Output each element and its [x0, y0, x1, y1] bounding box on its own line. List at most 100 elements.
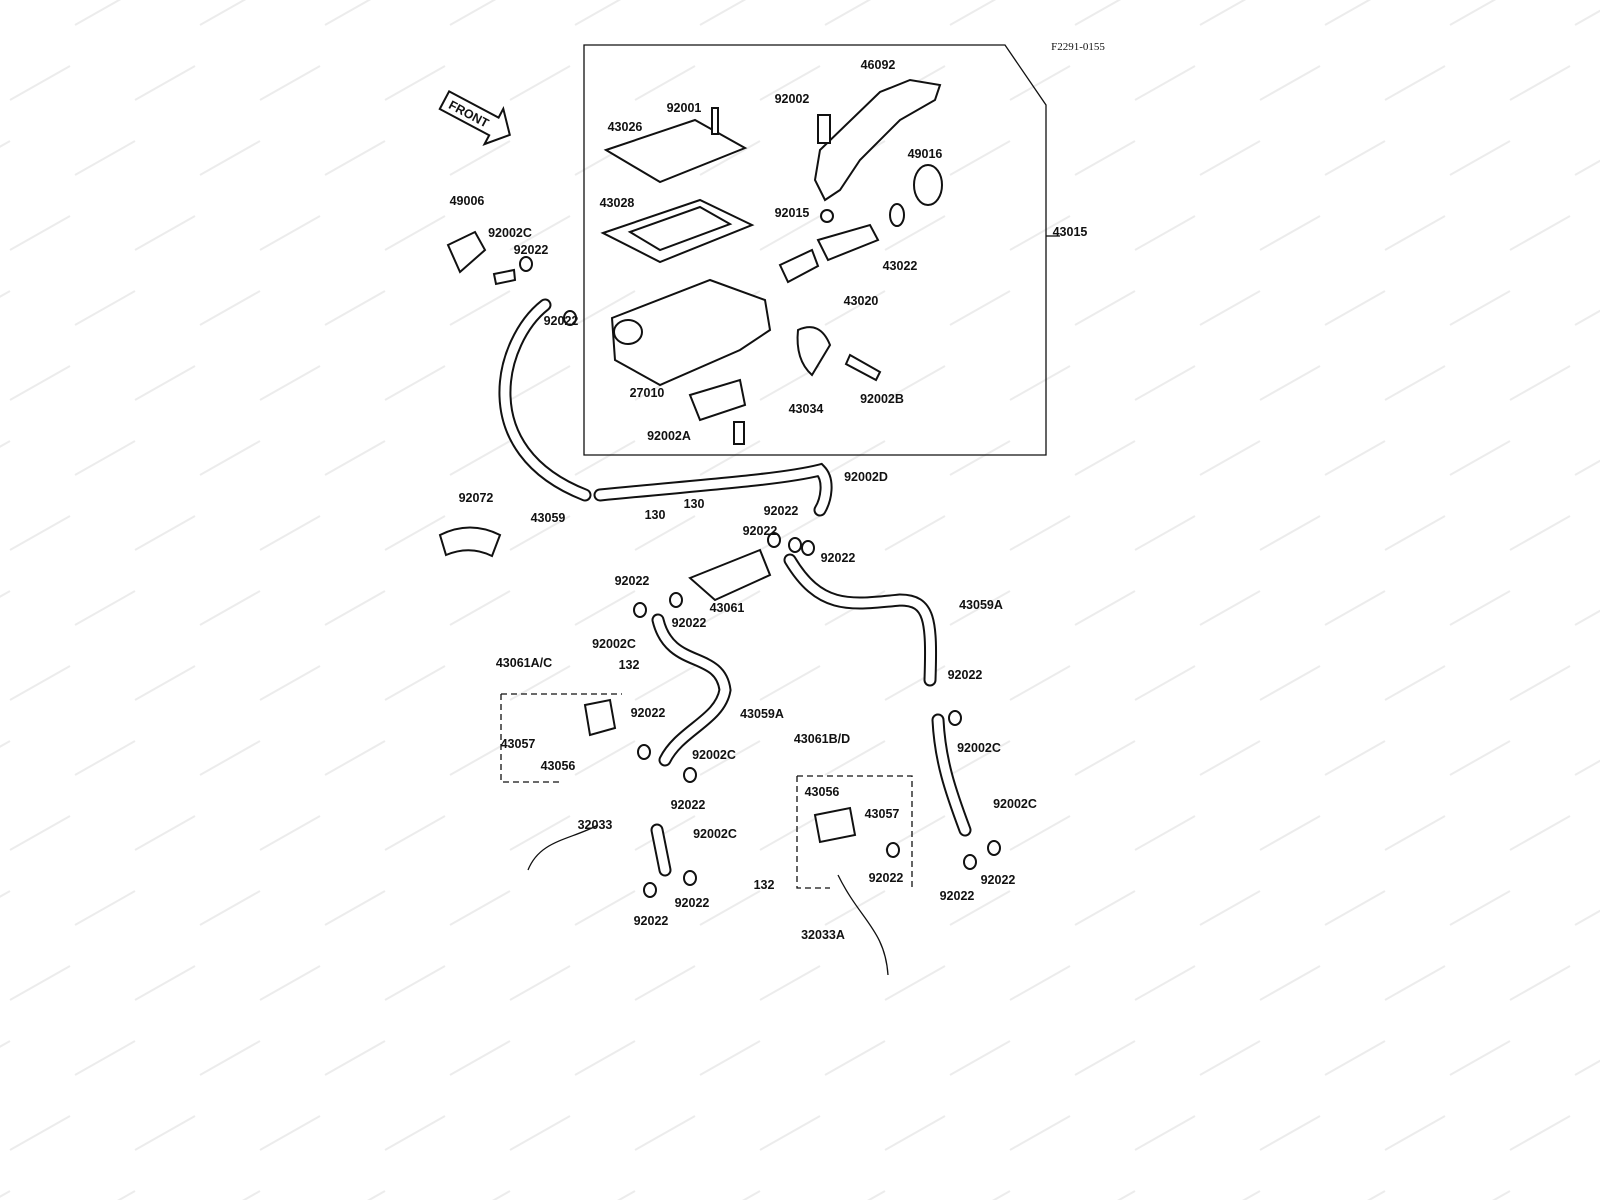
- part-label-32033: 32033: [578, 818, 613, 832]
- watermark-mark: [449, 0, 497, 26]
- watermark-mark: [1259, 965, 1321, 1001]
- watermark-mark: [1574, 459, 1600, 476]
- watermark-mark: [1199, 1040, 1261, 1076]
- part-label-49006: 49006: [450, 194, 485, 208]
- washer: [683, 767, 697, 783]
- watermark-mark: [449, 440, 511, 476]
- watermark-mark: [699, 590, 761, 626]
- watermark-mark: [9, 965, 71, 1001]
- brake-hose-43059a-right: [783, 553, 938, 687]
- part-label-92002c: 92002C: [692, 748, 736, 762]
- watermark-mark: [449, 890, 511, 926]
- watermark-mark: [134, 665, 196, 701]
- watermark-mark: [1492, 1190, 1511, 1200]
- watermark-mark: [199, 590, 261, 626]
- watermark-mark: [884, 515, 946, 551]
- watermark-mark: [1367, 1190, 1386, 1200]
- hose-clamp: [438, 526, 502, 558]
- watermark-mark: [199, 140, 261, 176]
- watermark-mark: [324, 440, 386, 476]
- watermark-mark: [1449, 140, 1511, 176]
- watermark-mark: [509, 815, 571, 851]
- watermark-mark: [1074, 740, 1136, 776]
- part-label-92072: 92072: [459, 491, 494, 505]
- watermark-mark: [384, 1115, 446, 1151]
- watermark-mark: [74, 140, 136, 176]
- washer: [563, 310, 577, 326]
- watermark-mark: [1324, 440, 1386, 476]
- watermark-mark: [1074, 590, 1136, 626]
- watermark-mark: [949, 140, 1011, 176]
- watermark-mark: [1509, 215, 1571, 251]
- watermark-mark: [509, 965, 571, 1001]
- watermark-mark: [1074, 290, 1136, 326]
- switch-assembly-frame-bd: [796, 775, 913, 889]
- part-label-43026: 43026: [608, 120, 643, 134]
- watermark-mark: [742, 1190, 761, 1200]
- watermark-mark: [634, 815, 696, 851]
- watermark-mark: [1384, 365, 1446, 401]
- watermark-mark: [1449, 590, 1511, 626]
- watermark-mark: [1259, 1115, 1321, 1151]
- watermark-mark: [759, 665, 821, 701]
- part-label-92022: 92022: [672, 616, 707, 630]
- watermark-mark: [74, 290, 136, 326]
- watermark-mark: [134, 1115, 196, 1151]
- part-label-92022: 92022: [981, 873, 1016, 887]
- part-label-43061b-d: 43061B/D: [794, 732, 850, 746]
- part-label-130: 130: [684, 497, 705, 511]
- watermark-mark: [634, 665, 696, 701]
- watermark-mark: [134, 215, 196, 251]
- watermark-mark: [699, 0, 747, 26]
- watermark-mark: [1324, 0, 1372, 26]
- watermark-mark: [384, 515, 446, 551]
- watermark-mark: [1574, 909, 1600, 926]
- part-label-92002b: 92002B: [860, 392, 904, 406]
- part-label-92022: 92022: [869, 871, 904, 885]
- part-label-92002c: 92002C: [993, 797, 1037, 811]
- washer: [669, 592, 683, 608]
- watermark-mark: [74, 0, 122, 26]
- watermark-mark: [1134, 1115, 1196, 1151]
- part-label-32033a: 32033A: [801, 928, 845, 942]
- watermark-mark: [1074, 140, 1136, 176]
- washers: [519, 256, 1001, 898]
- part-label-92002d: 92002D: [844, 470, 888, 484]
- part-label-43034: 43034: [789, 402, 824, 416]
- washer: [633, 602, 647, 618]
- part-label-43022: 43022: [883, 259, 918, 273]
- watermark-mark: [1259, 515, 1321, 551]
- watermark-mark: [949, 1040, 1011, 1076]
- watermark-mark: [1324, 290, 1386, 326]
- watermark-mark: [1199, 590, 1261, 626]
- watermark-mark: [824, 1040, 886, 1076]
- watermark-mark: [1384, 215, 1446, 251]
- part-label-92002c: 92002C: [488, 226, 532, 240]
- three-way-joint: [688, 548, 772, 602]
- watermark-mark: [1384, 815, 1446, 851]
- cap-49006: [446, 230, 487, 274]
- watermark-mark: [1009, 65, 1071, 101]
- part-label-92002a: 92002A: [647, 429, 691, 443]
- watermark-mark: [1134, 665, 1196, 701]
- watermark-mark: [824, 290, 886, 326]
- watermark-mark: [199, 290, 261, 326]
- watermark-mark: [1259, 815, 1321, 851]
- watermark-mark: [1509, 65, 1571, 101]
- watermark-mark: [1509, 965, 1571, 1001]
- part-label-92022: 92022: [671, 798, 706, 812]
- piston-assembly: [816, 223, 880, 262]
- part-label-92002c: 92002C: [693, 827, 737, 841]
- watermark-mark: [134, 515, 196, 551]
- part-label-92022: 92022: [743, 524, 778, 538]
- watermark-mark: [759, 815, 821, 851]
- watermark-mark: [384, 215, 446, 251]
- part-label-43057: 43057: [501, 737, 536, 751]
- watermark-mark: [9, 215, 71, 251]
- watermark-mark: [699, 440, 761, 476]
- watermark-mark: [1134, 965, 1196, 1001]
- brake-pipe-32033: [527, 824, 599, 871]
- watermark-mark: [9, 515, 71, 551]
- watermark-mark: [384, 815, 446, 851]
- watermark-mark: [824, 890, 886, 926]
